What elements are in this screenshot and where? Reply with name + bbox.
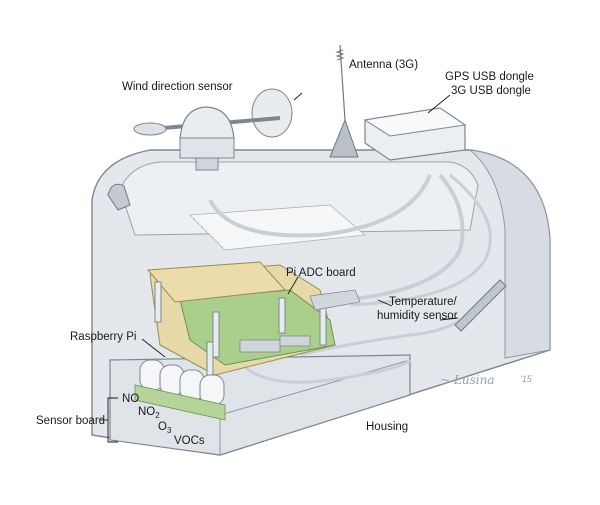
board-connector-2 (279, 335, 311, 347)
antenna-base (329, 118, 359, 158)
cable-1 (208, 174, 432, 238)
sensor-board (134, 384, 226, 421)
label-housing: Housing (366, 421, 409, 433)
label-humidity-sensor: humidity sensor (377, 310, 458, 322)
label-pi-adc-board: Pi ADC board (286, 267, 356, 279)
housing-latch (107, 183, 131, 211)
label-gps-usb-dongle: GPS USB dongle (445, 71, 534, 83)
wind-sensor-body (179, 137, 235, 159)
cable-5 (233, 354, 412, 384)
label-raspberry-pi: Raspberry Pi (70, 331, 137, 343)
housing-end (468, 149, 551, 359)
antenna-rod (339, 44, 346, 121)
label-vocs: VOCs (174, 435, 205, 447)
label-sensor-board: Sensor board (36, 415, 106, 427)
label-3g-usb-dongle: 3G USB dongle (451, 85, 531, 97)
wind-vane-tip (133, 122, 167, 136)
leader-lines (100, 92, 459, 443)
label-antenna: Antenna (3G) (349, 59, 419, 71)
sensor-cells (139, 359, 225, 406)
label-temperature: Temperature/ (389, 296, 457, 308)
label-no2: NO2 (138, 406, 160, 420)
temperature-sensor-probe (454, 279, 507, 332)
antenna-coil (335, 49, 345, 61)
wind-sensor-mount (195, 157, 219, 171)
inner-panel (189, 204, 366, 251)
wind-sensor-dome (179, 106, 235, 141)
usb-dongle-box-top (363, 107, 467, 137)
cable-3 (349, 173, 492, 307)
artist-signature-year: '15 (520, 374, 532, 384)
wind-vane-fin (251, 88, 293, 138)
pi-upper-board (146, 261, 287, 303)
cable-2 (344, 173, 465, 302)
label-wind-direction-sensor: Wind direction sensor (122, 81, 233, 93)
label-no: NO (122, 393, 140, 405)
label-o3: O3 (158, 421, 172, 435)
usb-sticks (309, 289, 361, 311)
board-connector (239, 339, 281, 353)
artist-signature-mark: ~ Lusina (440, 373, 494, 387)
